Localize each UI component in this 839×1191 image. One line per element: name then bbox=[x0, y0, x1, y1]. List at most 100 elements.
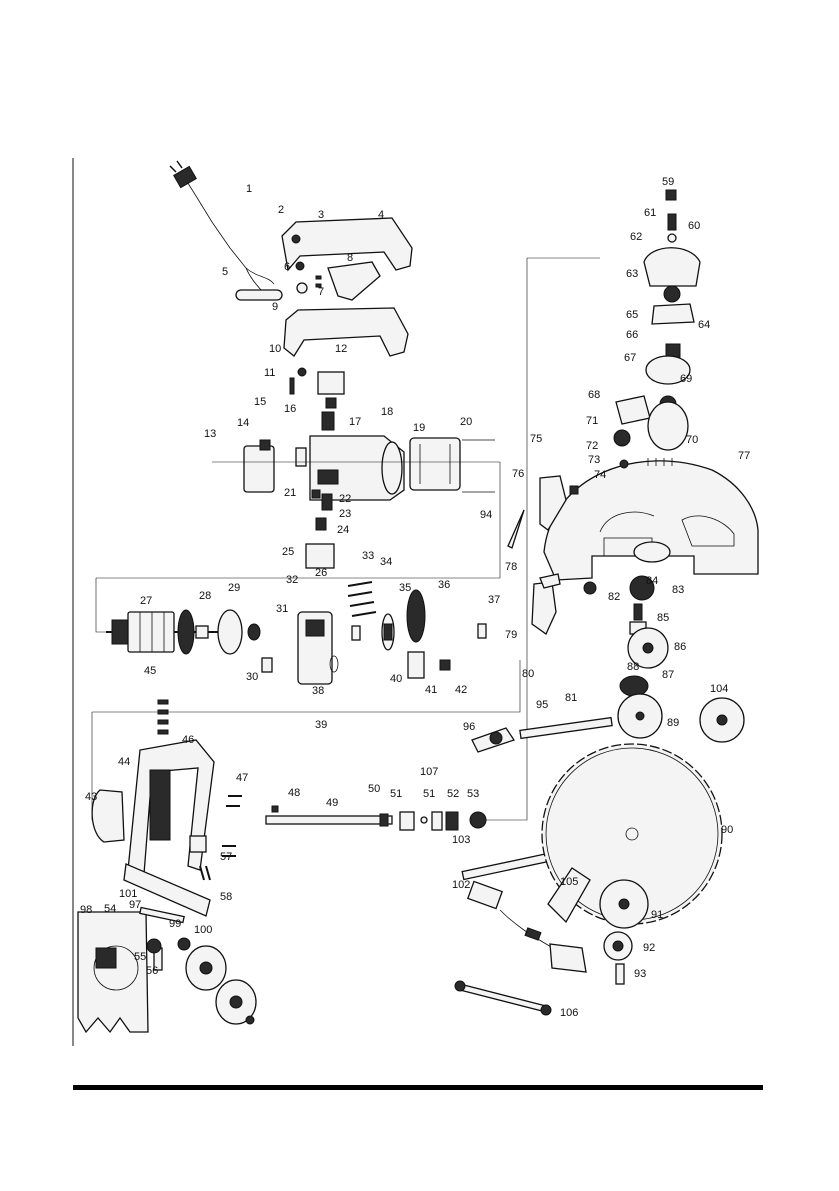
label-65: 65 bbox=[626, 309, 638, 321]
label-16: 16 bbox=[284, 403, 296, 415]
trigger-switch-illustration bbox=[291, 234, 381, 301]
spanner-illustration bbox=[454, 980, 552, 1016]
water-valve-illustration bbox=[471, 727, 516, 753]
label-4: 4 bbox=[378, 209, 384, 221]
lower-handle-illustration bbox=[283, 307, 409, 395]
gear-set-illustration bbox=[381, 589, 487, 679]
small-screws-illustration bbox=[199, 795, 242, 881]
label-59: 59 bbox=[662, 176, 674, 188]
label-102: 102 bbox=[452, 879, 470, 891]
screws-column-illustration bbox=[157, 699, 169, 735]
label-74: 74 bbox=[594, 469, 606, 481]
label-5: 5 bbox=[222, 266, 228, 278]
label-106: 106 bbox=[560, 1007, 578, 1019]
label-58: 58 bbox=[220, 891, 232, 903]
label-76: 76 bbox=[512, 468, 524, 480]
front-handle-illustration bbox=[91, 739, 215, 917]
label-26: 26 bbox=[315, 567, 327, 579]
label-51a: 51 bbox=[390, 788, 402, 800]
label-90: 90 bbox=[721, 824, 733, 836]
label-36: 36 bbox=[438, 579, 450, 591]
label-91: 91 bbox=[651, 909, 663, 921]
label-19: 19 bbox=[413, 422, 425, 434]
label-14: 14 bbox=[237, 417, 249, 429]
main-shaft-illustration bbox=[265, 805, 487, 831]
label-9: 9 bbox=[272, 301, 278, 313]
label-99: 99 bbox=[169, 918, 181, 930]
bottom-rule bbox=[73, 1085, 763, 1090]
end-cap-illustration bbox=[243, 439, 307, 493]
label-3: 3 bbox=[318, 209, 324, 221]
label-57: 57 bbox=[220, 851, 232, 863]
label-68: 68 bbox=[588, 389, 600, 401]
label-66: 66 bbox=[626, 329, 638, 341]
label-12: 12 bbox=[335, 343, 347, 355]
guard-bracket-illustration bbox=[531, 475, 597, 635]
armature-illustration bbox=[106, 609, 220, 655]
arbor-flange-stack-illustration bbox=[613, 189, 701, 469]
label-70: 70 bbox=[686, 434, 698, 446]
label-50: 50 bbox=[368, 783, 380, 795]
label-87: 87 bbox=[662, 669, 674, 681]
label-105: 105 bbox=[560, 876, 578, 888]
label-41: 41 bbox=[425, 684, 437, 696]
label-28: 28 bbox=[199, 590, 211, 602]
label-37: 37 bbox=[488, 594, 500, 606]
power-cord-illustration bbox=[169, 160, 275, 297]
cord-sleeve-illustration bbox=[235, 289, 283, 301]
label-77: 77 bbox=[738, 450, 750, 462]
label-18: 18 bbox=[381, 406, 393, 418]
label-49: 49 bbox=[326, 797, 338, 809]
label-64: 64 bbox=[698, 319, 710, 331]
label-24: 24 bbox=[337, 524, 349, 536]
label-92: 92 bbox=[643, 942, 655, 954]
label-6: 6 bbox=[284, 261, 290, 273]
label-30: 30 bbox=[246, 671, 258, 683]
label-2: 2 bbox=[278, 204, 284, 216]
label-79: 79 bbox=[505, 629, 517, 641]
label-21: 21 bbox=[284, 487, 296, 499]
depth-plate-illustration bbox=[77, 911, 149, 1034]
label-83: 83 bbox=[672, 584, 684, 596]
label-39: 39 bbox=[315, 719, 327, 731]
label-48: 48 bbox=[288, 787, 300, 799]
label-80: 80 bbox=[522, 668, 534, 680]
label-101: 101 bbox=[119, 888, 137, 900]
wheels-illustration bbox=[139, 906, 257, 1025]
label-35: 35 bbox=[399, 582, 411, 594]
pole-rods-illustration bbox=[461, 509, 613, 881]
label-81: 81 bbox=[565, 692, 577, 704]
label-33: 33 bbox=[362, 550, 374, 562]
label-42: 42 bbox=[455, 684, 467, 696]
motor-housing-illustration bbox=[309, 435, 405, 501]
label-86: 86 bbox=[674, 641, 686, 653]
label-103: 103 bbox=[452, 834, 470, 846]
label-46: 46 bbox=[182, 734, 194, 746]
label-62: 62 bbox=[630, 231, 642, 243]
label-7: 7 bbox=[318, 286, 324, 298]
label-32: 32 bbox=[286, 574, 298, 586]
label-69: 69 bbox=[680, 373, 692, 385]
label-104: 104 bbox=[710, 683, 728, 695]
label-67: 67 bbox=[624, 352, 636, 364]
label-75: 75 bbox=[530, 433, 542, 445]
label-85: 85 bbox=[657, 612, 669, 624]
brush-holder-bottom-illustration bbox=[305, 489, 335, 569]
part-labels: 1 2 3 4 5 6 7 8 9 10 11 12 13 14 15 16 1… bbox=[80, 176, 750, 1019]
label-55: 55 bbox=[134, 951, 146, 963]
label-89: 89 bbox=[667, 717, 679, 729]
vacuum-pump-illustration bbox=[466, 880, 587, 973]
label-82: 82 bbox=[608, 591, 620, 603]
bolts-illustration bbox=[347, 581, 377, 617]
label-100: 100 bbox=[194, 924, 212, 936]
label-29: 29 bbox=[228, 582, 240, 594]
label-54: 54 bbox=[104, 903, 116, 915]
label-25: 25 bbox=[282, 546, 294, 558]
label-72: 72 bbox=[586, 440, 598, 452]
label-73: 73 bbox=[588, 454, 600, 466]
label-94: 94 bbox=[480, 509, 492, 521]
label-13: 13 bbox=[204, 428, 216, 440]
label-52: 52 bbox=[447, 788, 459, 800]
label-71: 71 bbox=[586, 415, 598, 427]
label-107: 107 bbox=[420, 766, 438, 778]
